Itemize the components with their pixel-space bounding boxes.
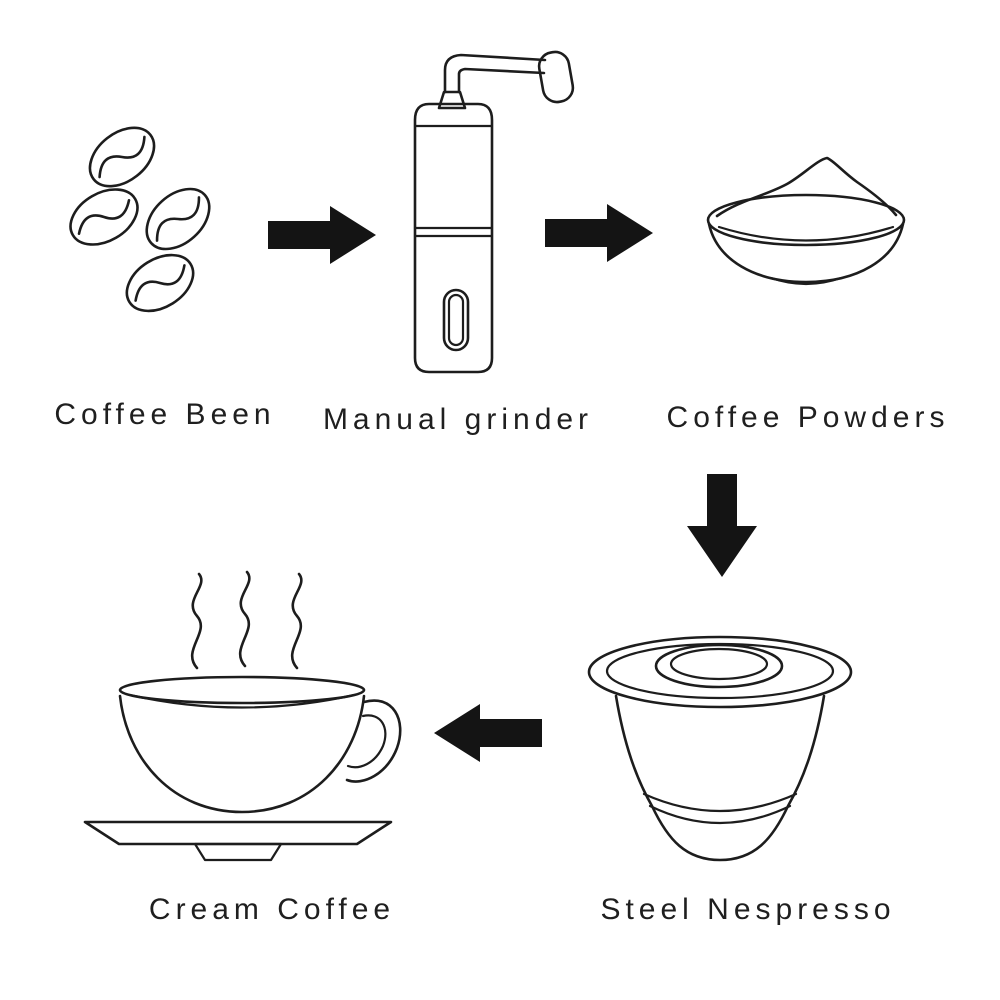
arrow-right-1 [268,206,378,264]
label-steel-nespresso: Steel Nespresso [600,893,896,926]
label-coffee-been: Coffee Been [54,398,276,431]
coffee-beans-icon [69,95,290,335]
arrow-down [687,474,757,577]
label-coffee-powders: Coffee Powders [666,401,950,434]
label-manual-grinder: Manual grinder [322,403,594,436]
label-cream-coffee: Cream Coffee [148,893,396,926]
powder-bowl-icon [695,148,915,293]
nespresso-capsule-icon [580,616,860,866]
manual-grinder-icon [395,40,595,380]
coffee-cup-icon [75,570,405,870]
arrow-left [432,704,542,762]
arrow-right-2 [545,204,655,262]
